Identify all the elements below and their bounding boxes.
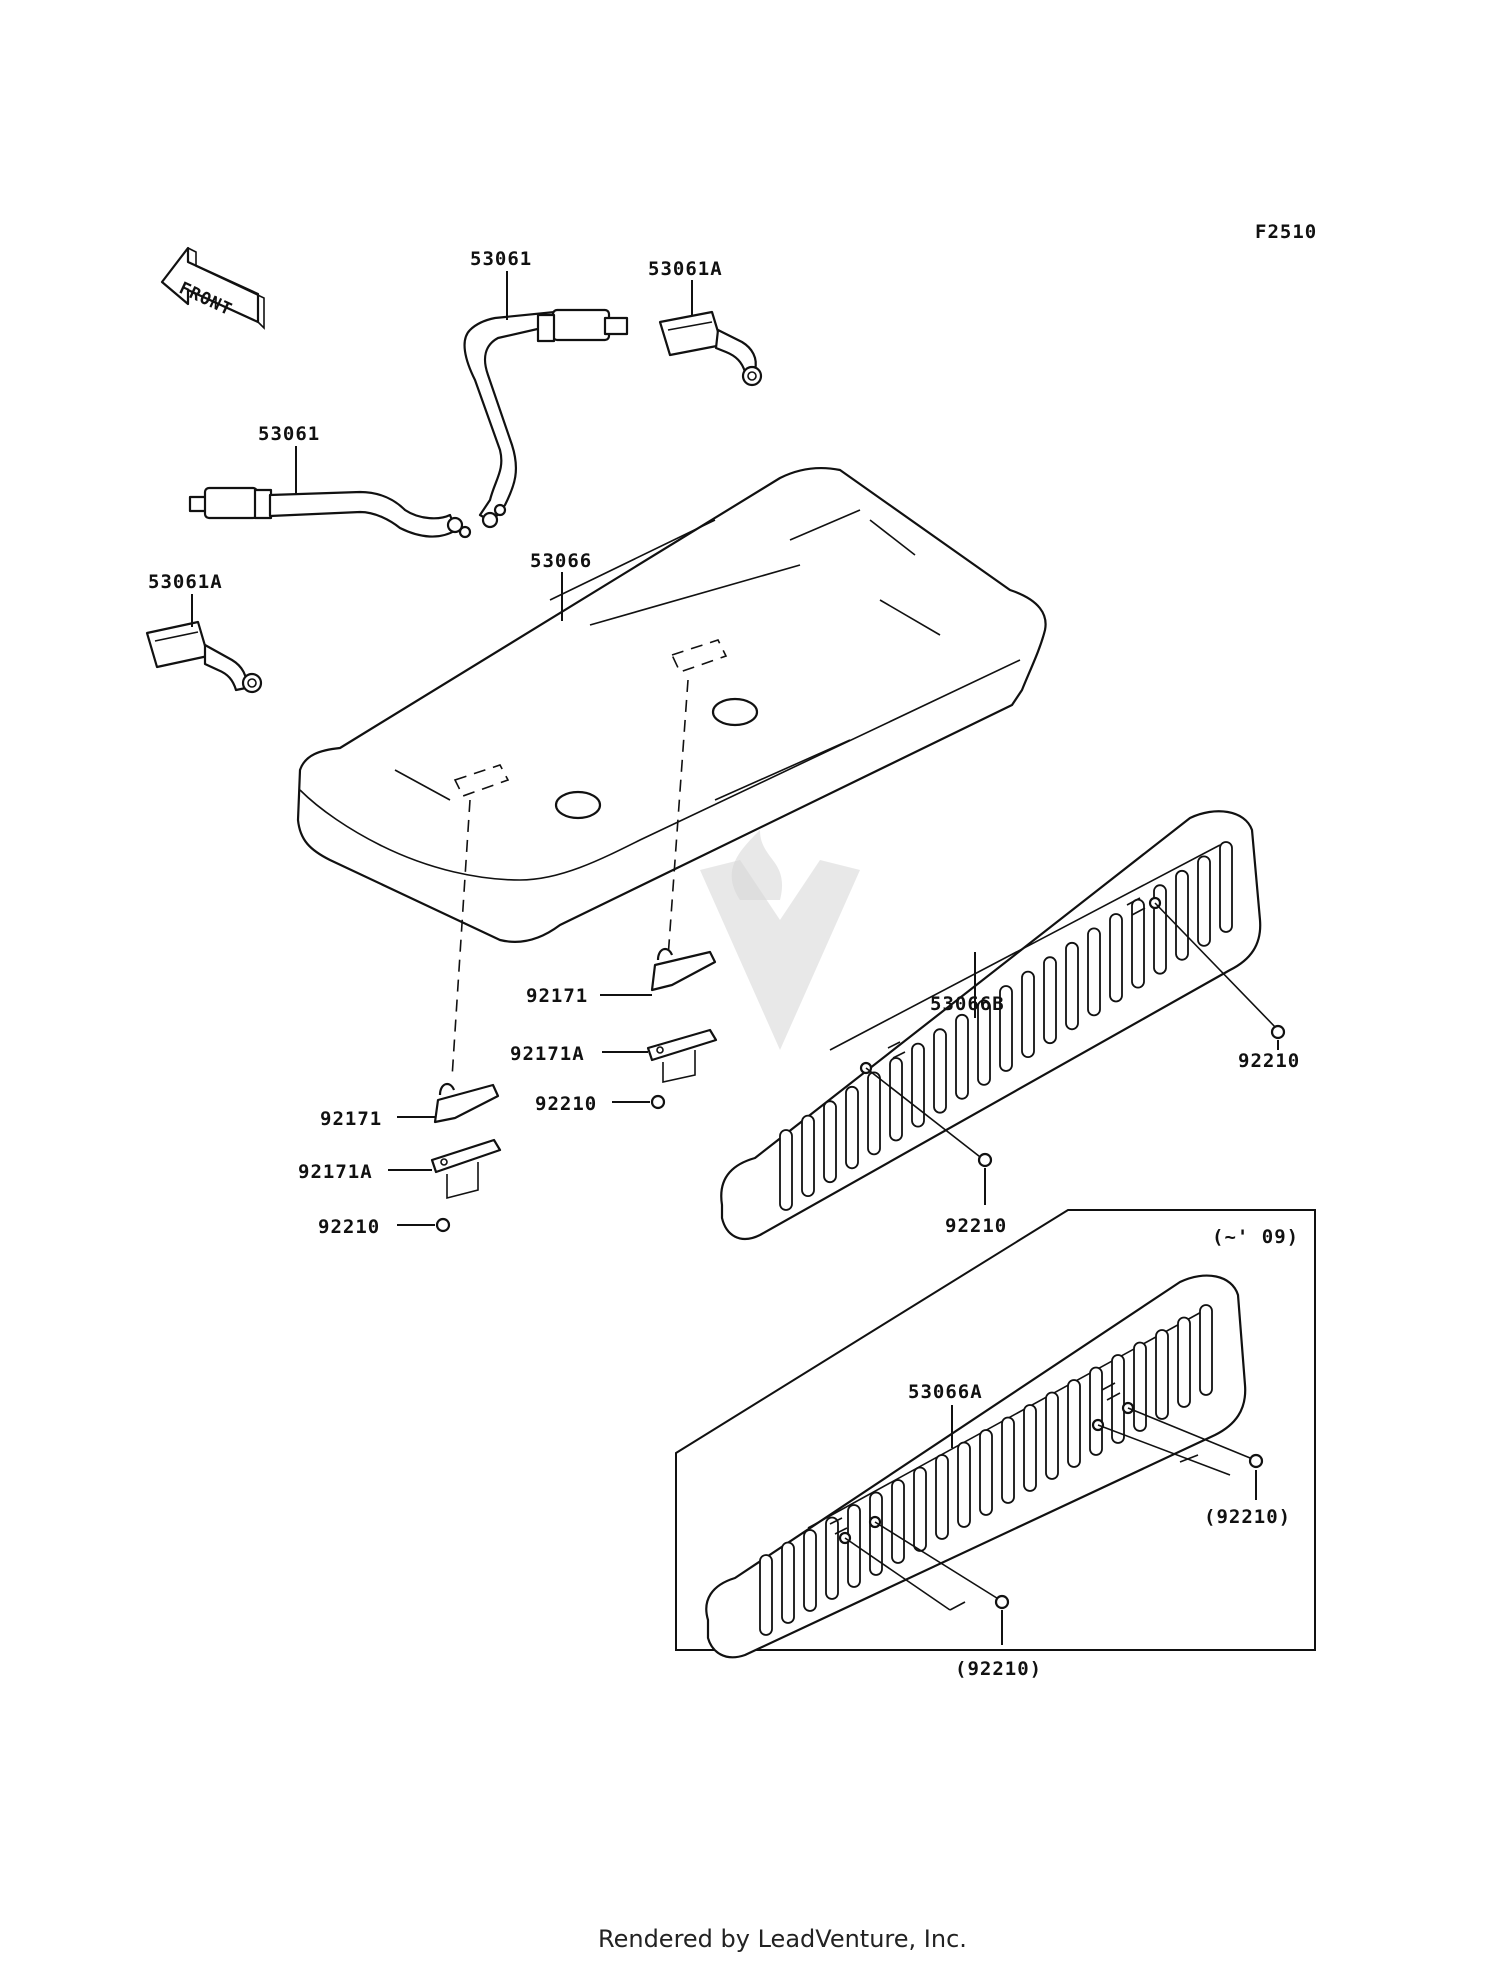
- plate-left: [430, 1138, 502, 1200]
- vent-slot: [933, 1028, 947, 1114]
- variant-frame: [675, 1209, 1316, 1651]
- buckle-left: [145, 620, 263, 694]
- vent-slot: [825, 1516, 839, 1600]
- vent-slot: [999, 985, 1013, 1072]
- callout-nut-cover-mid: 92210: [945, 1215, 1007, 1237]
- callout-nut-cover-right: 92210: [1238, 1050, 1300, 1072]
- vent-slot: [1021, 970, 1035, 1058]
- vent-slot: [957, 1441, 971, 1528]
- vent-slot: [935, 1454, 949, 1540]
- mount-line-left: [451, 799, 471, 1079]
- vent-slot: [803, 1529, 817, 1612]
- footer-credit: Rendered by LeadVenture, Inc.: [598, 1925, 967, 1953]
- variant-note: (~' 09): [1212, 1226, 1299, 1248]
- vent-slot: [1175, 869, 1189, 961]
- bracket-center: [650, 947, 717, 992]
- vent-slot: [1133, 1341, 1147, 1432]
- vent-slot: [781, 1541, 795, 1624]
- plate-center: [646, 1028, 718, 1083]
- nut-center: [650, 1094, 666, 1110]
- callout-plate-left: 92171A: [298, 1161, 373, 1183]
- vent-slot: [845, 1085, 859, 1170]
- vent-slot: [1197, 855, 1211, 947]
- nut-left: [435, 1217, 451, 1233]
- seat-belt-upper: [463, 308, 629, 529]
- seat-cover-b: [720, 810, 1286, 1241]
- vent-slot: [779, 1129, 793, 1211]
- callout-bracket-center: 92171: [526, 985, 588, 1007]
- seat-belt-left: [188, 486, 472, 539]
- vent-slot: [1023, 1404, 1037, 1492]
- vent-slot: [1087, 927, 1101, 1017]
- vent-slot: [1065, 941, 1079, 1031]
- buckle-upper: [658, 310, 763, 387]
- callout-cover: 53066B: [930, 993, 1005, 1015]
- seat-cover-a: [705, 1274, 1264, 1659]
- vent-slot: [1001, 1416, 1015, 1504]
- seat-cushion: [296, 467, 1047, 943]
- vent-slot: [979, 1429, 993, 1516]
- vent-slot: [1131, 898, 1145, 989]
- vent-slot: [1089, 1366, 1103, 1456]
- bracket-left: [433, 1082, 500, 1124]
- mount-line-center: [667, 679, 689, 959]
- callout-cover-alt: 53066A: [908, 1381, 983, 1403]
- watermark-logo: [700, 830, 860, 1050]
- vent-slot: [955, 1013, 969, 1100]
- callout-belt-upper: 53061: [470, 248, 532, 270]
- vent-slot: [1219, 841, 1233, 933]
- callout-belt-left: 53061: [258, 423, 320, 445]
- vent-slot: [977, 999, 991, 1086]
- vent-slot: [913, 1466, 927, 1552]
- cover-b-slots: [779, 841, 1233, 1211]
- vent-slot: [801, 1114, 815, 1197]
- vent-slot: [1177, 1316, 1191, 1408]
- callout-nut-alt-mid: (92210): [955, 1658, 1042, 1680]
- callout-seat: 53066: [530, 550, 592, 572]
- vent-slot: [891, 1479, 905, 1564]
- callout-buckle-left: 53061A: [148, 571, 223, 593]
- vent-slot: [1045, 1391, 1059, 1480]
- callout-bracket-left: 92171: [320, 1108, 382, 1130]
- vent-slot: [867, 1071, 881, 1156]
- vent-slot: [869, 1491, 883, 1576]
- vent-slot: [1109, 913, 1123, 1003]
- vent-slot: [1155, 1329, 1169, 1420]
- vent-slot: [847, 1504, 861, 1588]
- vent-slot: [889, 1057, 903, 1142]
- vent-slot: [1111, 1354, 1125, 1444]
- vent-slot: [1043, 956, 1057, 1045]
- vent-slot: [1067, 1379, 1081, 1468]
- vent-slot: [759, 1554, 773, 1636]
- front-arrow-icon: FRONT: [160, 246, 265, 330]
- figure-code: F2510: [1255, 221, 1317, 243]
- vent-slot: [823, 1100, 837, 1184]
- vent-slot: [911, 1042, 925, 1128]
- callout-plate-center: 92171A: [510, 1043, 585, 1065]
- cover-a-slots: [759, 1304, 1213, 1636]
- callout-nut-alt-right: (92210): [1204, 1506, 1291, 1528]
- callout-nut-left: 92210: [318, 1216, 380, 1238]
- vent-slot: [1199, 1304, 1213, 1396]
- callout-nut-center: 92210: [535, 1093, 597, 1115]
- callout-buckle-upper: 53061A: [648, 258, 723, 280]
